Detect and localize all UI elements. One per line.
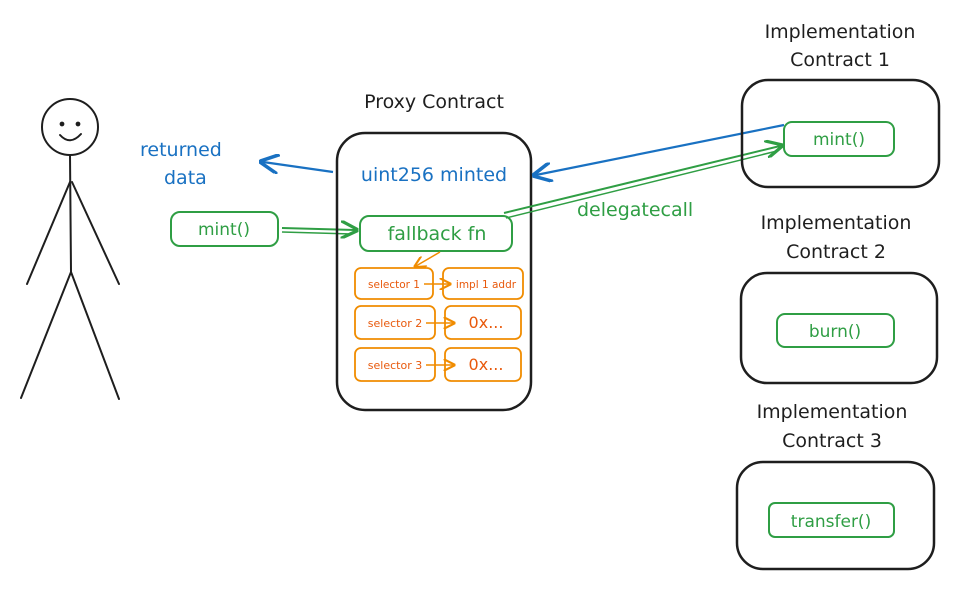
selector-label: selector 3 (368, 359, 422, 372)
proxy-return-value: uint256 minted (361, 164, 507, 186)
selector-label: selector 2 (368, 317, 422, 330)
impl-1-title-line2: Contract 1 (790, 49, 890, 71)
impl-2-title-line2: Contract 2 (786, 241, 886, 263)
impl-2-title-line1: Implementation (761, 212, 912, 234)
user-left-eye (59, 121, 65, 127)
return-to-proxy-arrow (536, 123, 785, 175)
impl-1-function-label: mint() (813, 130, 865, 150)
target-label: 0x... (469, 313, 504, 332)
delegatecall-arrow (503, 146, 780, 219)
return-to-user-arrow (263, 162, 334, 172)
selector-label: selector 1 (368, 279, 420, 291)
user-left-leg (20, 271, 72, 399)
user-right-leg (70, 271, 120, 400)
proxy-contract-title: Proxy Contract (364, 91, 504, 113)
impl-1-title-line1: Implementation (765, 21, 916, 43)
target-box (444, 305, 522, 340)
selector-row: selector 3 0x... (354, 347, 522, 382)
user-right-eye (75, 121, 81, 127)
proxy-contract-box (335, 131, 533, 412)
selector-row: selector 2 0x... (354, 305, 522, 340)
impl-3-function-label: transfer() (791, 512, 871, 532)
user-left-arm (26, 181, 71, 285)
selector-row: selector 1 impl 1 addr (354, 267, 524, 300)
target-box (444, 347, 522, 382)
impl-3-function-box (768, 502, 895, 538)
impl-2-function-box (776, 313, 895, 348)
returned-data-label-line1: returned (140, 139, 222, 161)
impl-2-box (739, 271, 939, 385)
user-right-arm (71, 181, 120, 285)
target-label: impl 1 addr (456, 279, 517, 291)
user-call-label: mint() (198, 220, 250, 240)
impl-3-box (735, 460, 936, 571)
impl-3-title-line1: Implementation (757, 401, 908, 423)
fallback-to-selectors-arrow (416, 251, 441, 266)
target-label: 0x... (469, 355, 504, 374)
fallback-fn-box (359, 215, 513, 252)
user-body (69, 154, 72, 273)
impl-3-title-line2: Contract 3 (782, 430, 882, 452)
impl-1-function-box (783, 121, 895, 157)
impl-2-function-label: burn() (809, 322, 861, 342)
returned-data-label-line2: data (164, 167, 207, 189)
user-call-box: mint() (170, 211, 279, 247)
call-arrow (281, 228, 355, 234)
user-smile (59, 133, 82, 142)
delegatecall-label: delegatecall (577, 199, 693, 221)
user-call-box-outline (170, 211, 279, 247)
user-head (41, 98, 99, 156)
stick-figure-user-icon (20, 98, 120, 400)
impl-1-box (740, 78, 941, 189)
target-box (442, 267, 524, 300)
fallback-fn-label: fallback fn (388, 223, 487, 245)
